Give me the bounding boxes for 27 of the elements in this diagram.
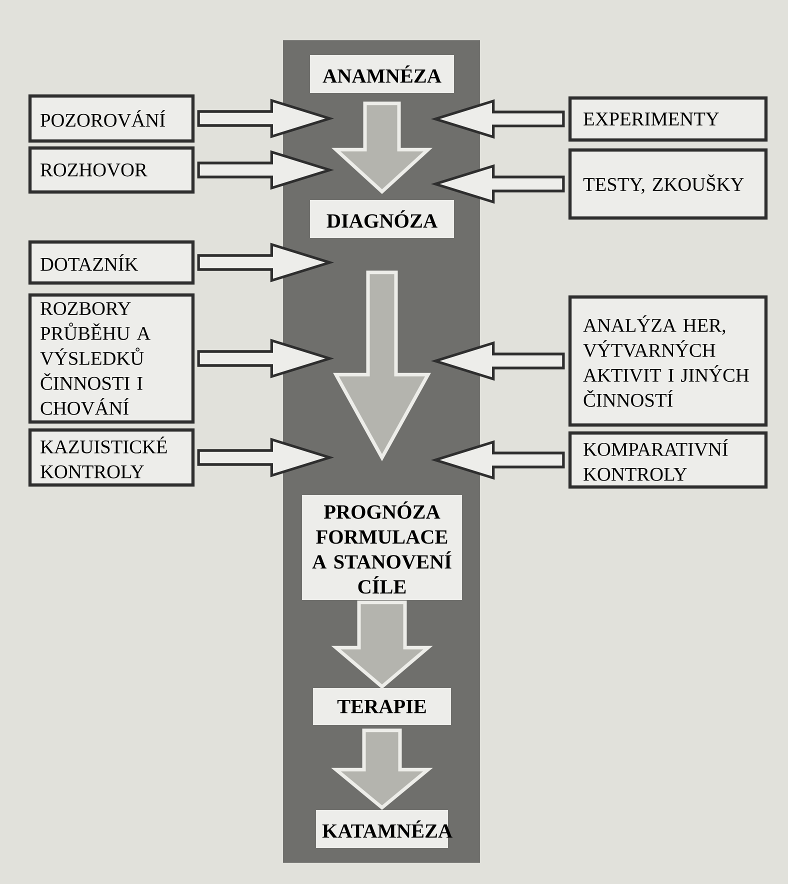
block-arrow <box>331 600 433 689</box>
stage-box: ANAMNÉZA <box>310 55 454 93</box>
block-arrow <box>430 341 565 381</box>
block-arrow <box>430 164 565 204</box>
stage-box: DIAGNÓZA <box>310 200 454 238</box>
block-arrow <box>333 270 431 462</box>
stage-box: TERAPIE <box>313 688 451 725</box>
method-box: DOTAZNÍK <box>28 240 195 285</box>
block-arrow <box>331 728 433 810</box>
block-arrow <box>197 438 334 478</box>
method-box: KAZUISTICKÉ KONTROLY <box>28 428 195 487</box>
block-arrow <box>197 150 334 190</box>
block-arrow <box>331 102 433 194</box>
block-arrow <box>430 440 565 480</box>
stage-box: PROGNÓZA FORMULACE A STANOVENÍ CÍLE <box>302 495 462 600</box>
block-arrow <box>197 338 334 378</box>
method-box: ROZHOVOR <box>28 146 195 194</box>
method-box: ANALÝZA HER, VÝTVARNÝCH AKTIVIT I JINÝCH ČINNOSTÍ <box>568 295 768 427</box>
method-box: KOMPARATIVNÍ KONTROLY <box>568 431 768 489</box>
block-arrow <box>430 99 565 139</box>
stage-box: KATAMNÉZA <box>316 810 452 848</box>
method-box: ROZBORY PRŮBĚHU A VÝSLEDKŮ ČINNOSTI I CHOVÁNÍ <box>28 293 195 424</box>
method-box: TESTY, ZKOUŠKY <box>568 148 768 220</box>
block-arrow <box>197 98 334 138</box>
method-box: EXPERIMENTY <box>568 96 768 142</box>
block-arrow <box>197 242 334 282</box>
method-box: POZOROVÁNÍ <box>28 94 195 143</box>
